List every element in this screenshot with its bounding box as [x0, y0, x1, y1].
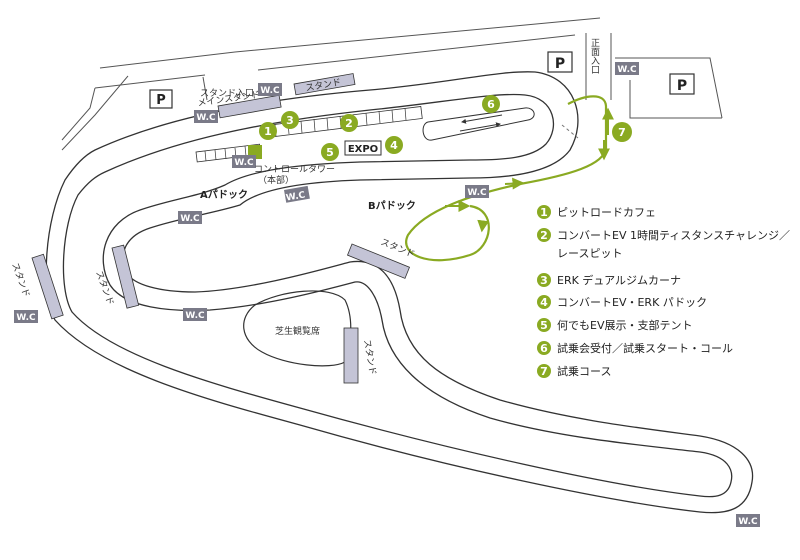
svg-text:ERK デュアルジムカーナ: ERK デュアルジムカーナ — [557, 273, 681, 287]
stands — [31, 73, 411, 384]
svg-text:コンバートEV 1時間ティスタンスチャレンジ／: コンバートEV 1時間ティスタンスチャレンジ／ — [557, 229, 790, 242]
legend-item-1: 1 ピットロードカフェ — [537, 205, 656, 219]
wc-badge: W.C — [14, 310, 38, 323]
svg-text:W.C: W.C — [285, 190, 306, 203]
legend-item-3: 3 ERK デュアルジムカーナ — [537, 273, 681, 287]
expo-label: EXPO — [348, 144, 378, 155]
b-paddock-label: Bパドック — [368, 200, 416, 212]
svg-text:試乗会受付／試乗スタート・コール: 試乗会受付／試乗スタート・コール — [557, 341, 733, 355]
svg-text:コンバートEV・ERK パドック: コンバートEV・ERK パドック — [557, 296, 707, 309]
svg-text:W.C: W.C — [260, 86, 280, 96]
main-entrance-label: 正面入口 — [589, 38, 600, 74]
svg-text:ピットロードカフェ: ピットロードカフェ — [557, 206, 656, 219]
svg-text:W.C: W.C — [617, 65, 637, 75]
svg-text:6: 6 — [540, 342, 548, 355]
stand-entrance-label: スタンド入口 — [200, 88, 254, 99]
wc-badge: W.C — [465, 185, 489, 198]
marker-1: 1 — [259, 122, 277, 140]
legend-item-6: 6 試乗会受付／試乗スタート・コール — [537, 341, 733, 355]
parking-icon: P — [677, 78, 687, 94]
wc-badge: W.C — [258, 83, 282, 96]
wc-badge: W.C — [284, 185, 310, 204]
svg-text:7: 7 — [618, 126, 626, 139]
wc-badge: W.C — [615, 62, 639, 75]
wc-badge: W.C — [736, 514, 760, 527]
svg-text:6: 6 — [487, 98, 495, 111]
marker-7: 7 — [612, 122, 632, 142]
parking-icon: P — [555, 56, 565, 72]
legend-item-4: 4 コンバートEV・ERK パドック — [537, 295, 707, 309]
marker-2: 2 — [340, 114, 358, 132]
wc-badge: W.C — [183, 308, 207, 321]
parking-icon: P — [156, 93, 166, 108]
legend-item-5: 5 何でもEV展示・支部テント — [537, 318, 692, 332]
svg-text:W.C: W.C — [196, 113, 216, 123]
svg-text:5: 5 — [326, 146, 334, 159]
svg-text:W.C: W.C — [234, 158, 254, 168]
stand-label: スタンド — [361, 339, 378, 376]
inner-straight — [422, 107, 535, 141]
marker-6: 6 — [482, 95, 500, 113]
restrooms: W.C W.C W.C W.C W.C W.C W.C W.C W.C W.C — [14, 62, 760, 527]
control-tower-label: コントロールタワー — [254, 164, 335, 175]
wc-badge: W.C — [232, 155, 256, 168]
svg-text:試乗コース: 試乗コース — [557, 364, 611, 378]
expo-box — [344, 140, 382, 156]
svg-text:7: 7 — [540, 365, 548, 378]
svg-text:5: 5 — [540, 319, 548, 332]
svg-text:3: 3 — [540, 274, 548, 287]
wc-badge: W.C — [194, 110, 218, 123]
svg-text:W.C: W.C — [16, 313, 36, 323]
lawn-seats-label: 芝生観覧席 — [275, 325, 320, 337]
legend-item-7: 7 試乗コース — [537, 364, 611, 378]
marker-4: 4 — [385, 136, 403, 154]
marker-5: 5 — [321, 143, 339, 161]
svg-text:1: 1 — [264, 125, 272, 138]
legend: 1 ピットロードカフェ 2 コンバートEV 1時間ティスタンスチャレンジ／ レースピッ… — [537, 205, 790, 378]
roads — [61, 17, 723, 151]
svg-text:4: 4 — [390, 139, 398, 152]
svg-text:W.C: W.C — [467, 188, 487, 198]
svg-text:3: 3 — [286, 114, 294, 127]
svg-text:W.C: W.C — [180, 214, 200, 224]
legend-item-2: 2 コンバートEV 1時間ティスタンスチャレンジ／ レースピット — [537, 228, 790, 260]
map-markers: 1 2 3 4 5 6 7 — [259, 95, 632, 161]
a-paddock-label: Aパドック — [200, 189, 248, 201]
svg-text:2: 2 — [345, 117, 353, 130]
svg-text:何でもEV展示・支部テント: 何でもEV展示・支部テント — [557, 318, 692, 332]
test-course — [405, 95, 608, 262]
headquarters-label: （本部） — [258, 174, 294, 186]
svg-text:4: 4 — [540, 296, 548, 309]
parking-lots: P P P — [149, 51, 695, 109]
svg-text:2: 2 — [540, 229, 548, 242]
stand-label: スタンド — [9, 261, 32, 299]
svg-text:W.C: W.C — [185, 311, 205, 321]
svg-text:W.C: W.C — [738, 517, 758, 527]
wc-badge: W.C — [178, 211, 202, 224]
marker-3: 3 — [281, 111, 299, 129]
svg-text:1: 1 — [540, 206, 548, 219]
svg-text:レースピット: レースピット — [557, 247, 622, 260]
track-inner — [62, 93, 733, 498]
